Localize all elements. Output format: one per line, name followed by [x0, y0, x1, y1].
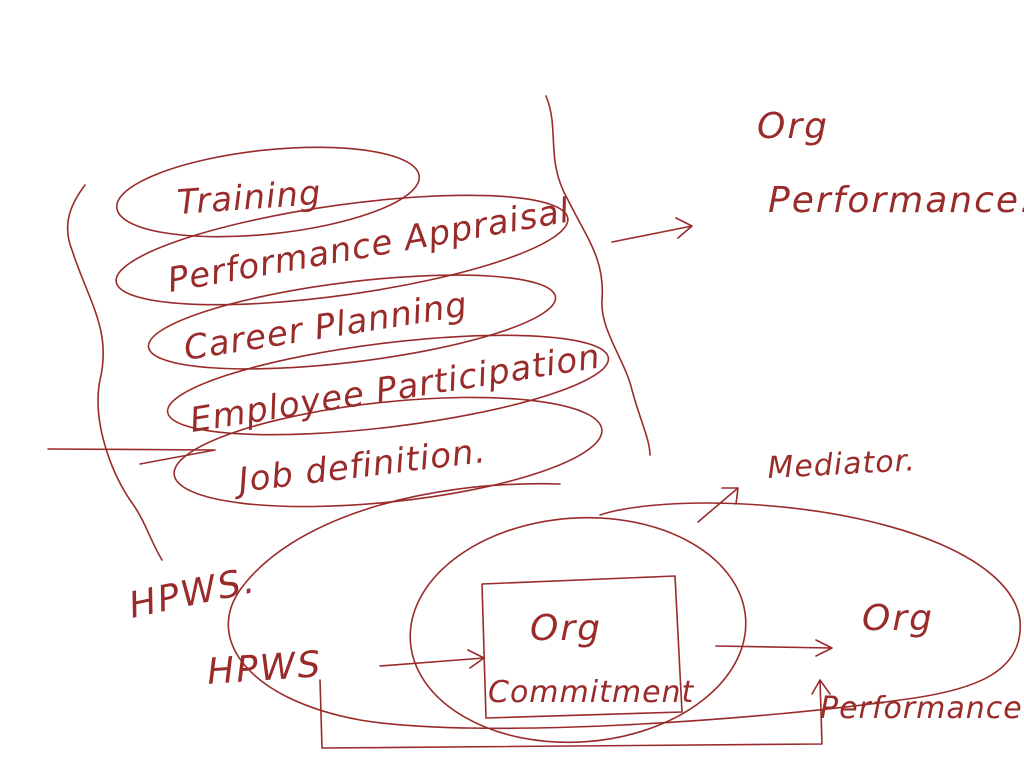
mediator-label: Mediator. [767, 443, 917, 486]
arrow-hpws-to-mediator [379, 649, 485, 669]
mediator-circle [409, 516, 747, 744]
arrow-to-org-performance [611, 217, 693, 243]
practice-job-definition: Job definition. [230, 431, 488, 502]
top-right-performance: Performance. [768, 180, 1024, 221]
ellipse-performance-appraisal [115, 194, 569, 306]
top-right-org: Org [757, 106, 829, 147]
practice-training: Training [176, 173, 323, 223]
model-outcome-performance: Performance [820, 691, 1023, 726]
job-definition-pointer [47, 448, 216, 465]
model-outer-ellipse [227, 482, 1021, 730]
arrow-mediator-to-outcome [715, 639, 833, 657]
mediator-arrow [697, 487, 739, 523]
mediator-box [481, 575, 683, 719]
ellipse-career-planning [147, 274, 557, 370]
model-outcome-org: Org [862, 598, 934, 639]
model-input-hpws: HPWS [206, 644, 324, 693]
model-mediator-commitment: Commitment [488, 675, 695, 710]
direct-path-hpws-to-outcome [319, 679, 831, 749]
ellipse-employee-participation [166, 334, 610, 436]
left-brace [66, 184, 163, 561]
right-brace [545, 95, 651, 456]
model-mediator-org: Org [530, 608, 602, 649]
ellipse-training [115, 146, 421, 238]
left-hpws-label: HPWS. [125, 560, 259, 627]
